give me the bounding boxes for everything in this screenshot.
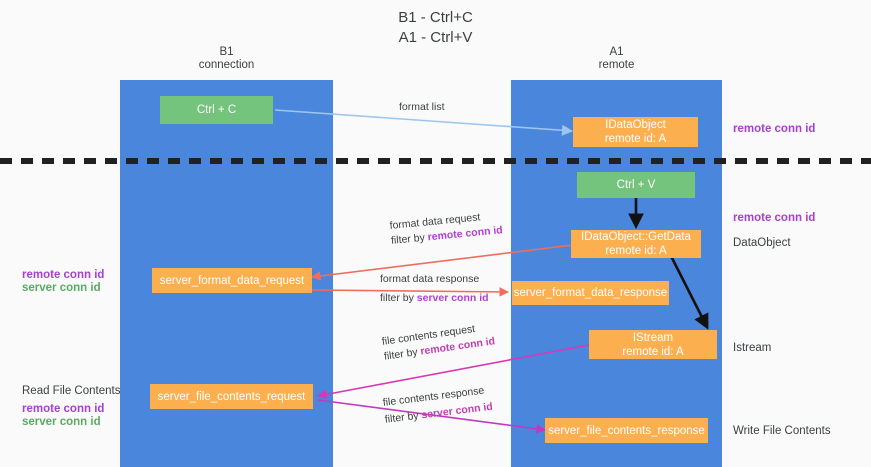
- lane-header-b1-sub: connection: [198, 59, 255, 71]
- node-server-format-data-response-label: server_format_data_response: [513, 287, 668, 299]
- node-idataobject-label: IDataObject: [605, 119, 666, 131]
- node-server-format-data-request[interactable]: server_format_data_request: [152, 268, 312, 293]
- node-ctrl-c-label: Ctrl + C: [196, 104, 237, 116]
- annotation-left-remote-conn-id-1: remote conn id: [22, 269, 105, 281]
- annotation-istream: Istream: [733, 342, 772, 354]
- node-server-file-contents-request[interactable]: server_file_contents_request: [150, 384, 313, 409]
- edge-label-format-list: format list: [399, 100, 445, 115]
- filter-prefix: filter by: [383, 345, 422, 363]
- lane-header-a1-name: A1: [609, 46, 624, 58]
- node-ctrl-c[interactable]: Ctrl + C: [160, 96, 273, 124]
- annotation-dataobject: DataObject: [733, 237, 791, 249]
- annotation-left-server-conn-id-2: server conn id: [22, 416, 101, 428]
- filter-prefix: filter by: [380, 292, 417, 304]
- annotation-remote-conn-id-mid: remote conn id: [733, 212, 816, 224]
- node-server-file-contents-response-label: server_file_contents_response: [548, 424, 705, 437]
- diagram-title-line1: B1 - Ctrl+C: [398, 9, 473, 26]
- annotation-write-file-contents: Write File Contents: [733, 425, 831, 437]
- node-istream[interactable]: IStream remote id: A: [589, 330, 717, 359]
- node-ctrl-v-label: Ctrl + V: [616, 179, 656, 191]
- node-istream-label: IStream: [632, 331, 674, 344]
- annotation-remote-conn-id-top: remote conn id: [733, 123, 816, 135]
- node-server-file-contents-request-label: server_file_contents_request: [157, 390, 306, 403]
- node-istream-remote-id: remote id: A: [622, 345, 684, 358]
- node-idataobject[interactable]: IDataObject remote id: A: [573, 117, 698, 147]
- diagram-title: B1 - Ctrl+C A1 - Ctrl+V: [0, 8, 871, 48]
- annotation-left-server-conn-id-1: server conn id: [22, 282, 101, 294]
- lane-header-b1: B1 connection: [120, 46, 333, 72]
- edge-label-file-contents-request: file contents request filter by remote c…: [381, 319, 496, 364]
- lane-header-a1: A1 remote: [511, 46, 722, 72]
- edge-label-format-list-line1: format list: [399, 101, 445, 113]
- node-server-format-data-response[interactable]: server_format_data_response: [512, 281, 669, 305]
- node-idataobject-getdata[interactable]: IDataObject::GetData remote id: A: [571, 230, 701, 258]
- node-server-file-contents-response[interactable]: server_file_contents_response: [545, 418, 708, 443]
- node-ctrl-v[interactable]: Ctrl + V: [577, 172, 695, 198]
- lane-header-b1-name: B1: [219, 46, 234, 58]
- edge-label-format-data-response: format data response filter by server co…: [380, 272, 489, 306]
- filter-prefix: filter by: [390, 231, 429, 247]
- filter-key-server-conn-id: server conn id: [416, 292, 489, 304]
- edge-label-format-data-response-line1: format data response: [380, 273, 480, 285]
- node-idataobject-getdata-label: IDataObject::GetData: [581, 231, 691, 243]
- edge-label-format-data-request: format data request filter by remote con…: [389, 208, 503, 249]
- node-idataobject-remote-id: remote id: A: [604, 133, 667, 145]
- filter-prefix: filter by: [384, 409, 423, 426]
- edge-label-format-data-response-filter: filter by server conn id: [380, 291, 489, 306]
- annotation-left-remote-conn-id-2: remote conn id: [22, 403, 105, 415]
- edge-label-file-contents-response: file contents response filter by server …: [382, 383, 494, 428]
- node-server-format-data-request-label: server_format_data_request: [159, 274, 305, 287]
- diagram-title-line2: A1 - Ctrl+V: [398, 29, 473, 46]
- annotation-read-file-contents: Read File Contents: [22, 385, 121, 397]
- node-idataobject-getdata-remote-id: remote id: A: [605, 245, 667, 257]
- lane-header-a1-sub: remote: [598, 59, 635, 71]
